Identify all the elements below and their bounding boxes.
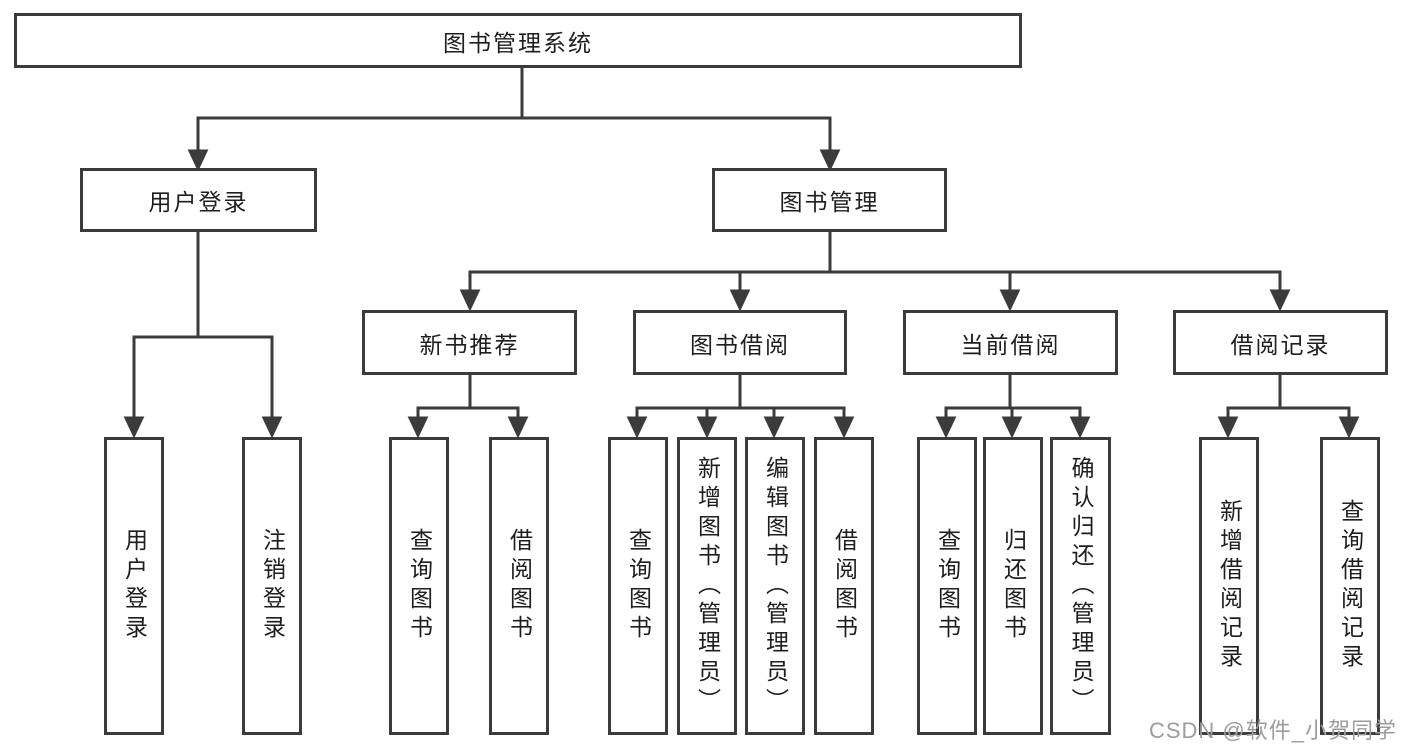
node-book-management: 图书管理 [712, 168, 947, 232]
node-user-login: 用户登录 [80, 168, 317, 232]
node-cb-confirm-return-admin: 确认归还（管理员） [1050, 437, 1111, 735]
node-nb-borrow-books: 借阅图书 [489, 437, 549, 735]
node-bb-query-books: 查询图书 [608, 437, 668, 735]
csdn-watermark: CSDN @软件_小贺同学 [1148, 718, 1397, 743]
node-br-add-record: 新增借阅记录 [1199, 437, 1259, 735]
node-br-query-record: 查询借阅记录 [1320, 437, 1380, 735]
node-bb-add-books-admin: 新增图书（管理员） [677, 437, 737, 735]
node-new-book-recommend: 新书推荐 [362, 310, 577, 375]
node-cb-query-books: 查询图书 [917, 437, 977, 735]
node-nb-query-books: 查询图书 [389, 437, 449, 735]
node-root: 图书管理系统 [14, 13, 1022, 68]
node-cb-return-books: 归还图书 [983, 437, 1043, 735]
node-book-borrow: 图书借阅 [633, 310, 847, 375]
node-bb-edit-books-admin: 编辑图书（管理员） [745, 437, 805, 735]
node-current-borrow: 当前借阅 [903, 310, 1118, 375]
node-borrow-records: 借阅记录 [1173, 310, 1388, 375]
node-user-login-leaf: 用户登录 [104, 437, 164, 735]
node-bb-borrow-books: 借阅图书 [814, 437, 874, 735]
node-logout-leaf: 注销登录 [242, 437, 302, 735]
